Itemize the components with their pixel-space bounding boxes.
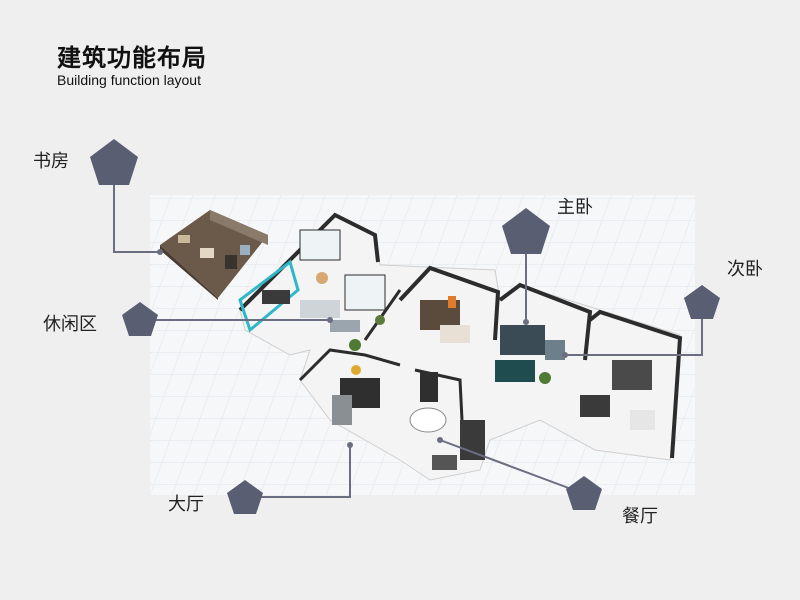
- leader-line-living-room: [245, 445, 351, 498]
- label-second-bedroom: 次卧: [727, 259, 763, 280]
- leader-line-study: [113, 170, 160, 253]
- label-master-bedroom: 主卧: [557, 197, 593, 218]
- page-title: 建筑功能布局: [57, 44, 207, 72]
- marker-dining-room: [566, 476, 602, 510]
- page-subtitle: Building function layout: [57, 72, 201, 88]
- marker-lounge: [122, 302, 158, 336]
- marker-master-bedroom: [502, 208, 550, 254]
- apartment-model: [238, 212, 683, 481]
- label-living-room: 大厅: [168, 494, 204, 515]
- marker-study: [90, 139, 138, 185]
- leader-line-second-bedroom: [565, 303, 703, 356]
- leader-line-dining-room: [439, 439, 583, 494]
- study-room-model: [160, 210, 268, 300]
- label-dining-room: 餐厅: [622, 506, 658, 527]
- marker-second-bedroom: [684, 285, 720, 319]
- label-study: 书房: [33, 151, 69, 172]
- marker-living-room: [227, 480, 263, 514]
- label-lounge: 休闲区: [43, 314, 97, 335]
